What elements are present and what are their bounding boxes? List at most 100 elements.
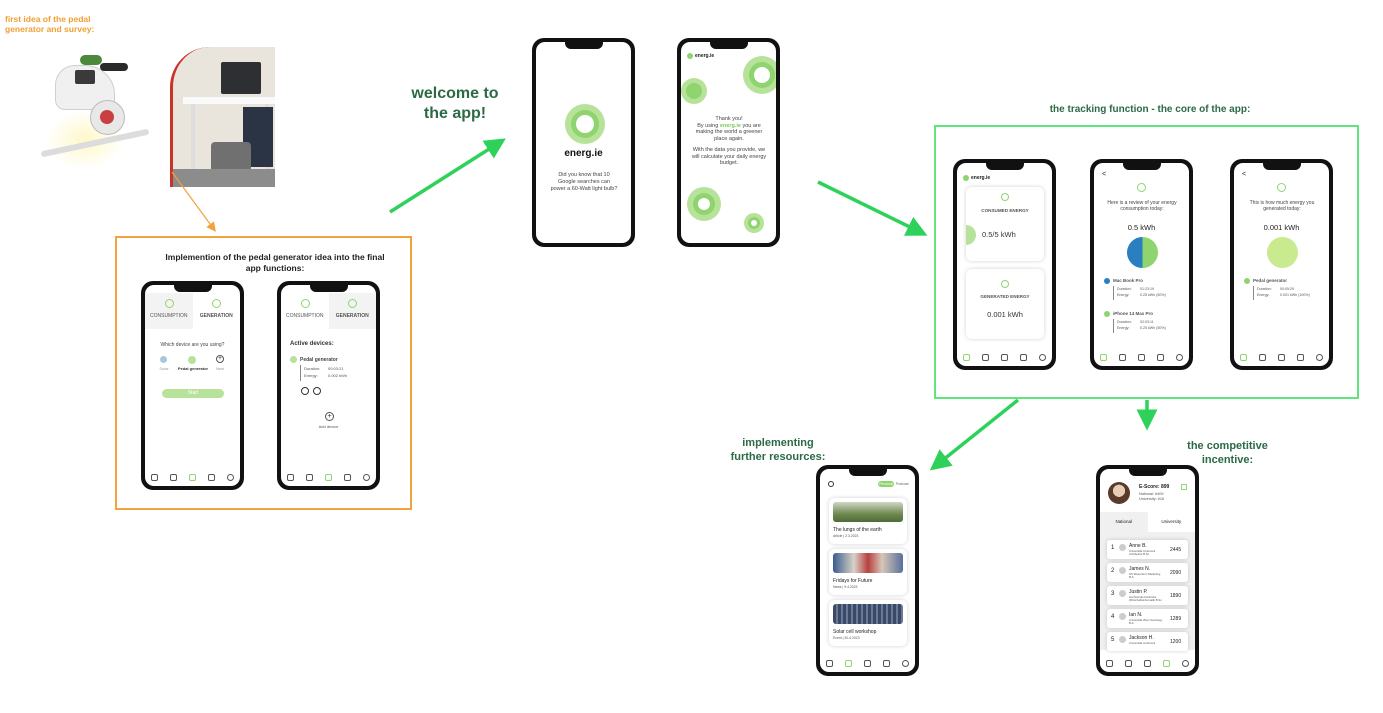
consumed-gauge [957,225,976,245]
resources-caption: implementing further resources: [730,437,826,463]
iphone-dot [1104,311,1110,317]
stop-icon[interactable] [313,387,321,395]
solar-option-dot[interactable] [160,356,167,363]
tab-podcast[interactable]: Podcast [896,482,909,486]
welcome-caption: welcome to the app! [411,85,499,122]
add-icon[interactable] [864,659,871,667]
ranking-row[interactable]: 5 Jackson H. Universität Innsbruck 1200 [1107,632,1188,651]
add-device-icon[interactable]: + [325,412,334,421]
trophy-icon[interactable] [344,473,351,481]
tab-consumption-label: CONSUMPTION [150,313,188,319]
gallery-icon[interactable] [1259,353,1266,361]
macbook-duration: 01:23:19 [1140,287,1154,291]
energy-label: Energy: [304,373,318,378]
tab-generation[interactable]: GENERATION [193,293,241,329]
add-icon[interactable] [1278,353,1285,361]
competitive-caption: the competitive incentive: [1187,440,1268,466]
generated-energy-card[interactable]: GENERATED ENERGY 0.001 kWh [966,269,1044,339]
profile-icon[interactable] [1182,659,1189,667]
camera-icon[interactable] [1106,659,1113,667]
brand-name: energ.ie [695,53,715,59]
trophy-icon[interactable] [1020,353,1027,361]
thanks-line: Thank you! [715,116,743,122]
ranking-row[interactable]: 4 Ian N. Universität Wien Sociology B.A.… [1107,609,1188,628]
add-icon[interactable] [1001,353,1008,361]
thanks-text: Thank you! By using energ.ie you are mak… [689,116,769,167]
camera-icon[interactable] [287,473,294,481]
gallery-icon[interactable] [306,473,313,481]
article-meta: Event | 30.4.2023 [833,636,860,640]
trophy-icon[interactable] [1163,659,1170,667]
start-button[interactable]: Start [162,389,224,398]
ranking-row[interactable]: 1 Anne B. Universität Innsbruck Architek… [1107,540,1188,559]
ranking-row[interactable]: 2 James N. HS Weserbern Marketing B.A. 2… [1107,563,1188,582]
add-icon[interactable] [189,473,196,481]
profile-icon[interactable] [363,473,370,481]
track-phone-generation: < This is how much energy you generated … [1230,159,1333,370]
plug-icon [301,299,310,308]
trophy-icon[interactable] [883,659,890,667]
tab-university[interactable]: University [1148,512,1196,532]
back-button[interactable]: < [1102,171,1107,178]
tab-consumption[interactable]: CONSUMPTION [281,293,329,329]
profile-icon[interactable] [902,659,909,667]
add-icon[interactable] [325,473,332,481]
solar-thumbnail [833,604,903,624]
trophy-icon[interactable] [208,473,215,481]
track-phone-overview: energ.ie CONSUMED ENERGY 0.5/5 kWh GENER… [953,159,1056,370]
gallery-icon[interactable] [1125,659,1132,667]
row-rank: 2 [1111,568,1115,574]
add-icon[interactable] [1144,659,1151,667]
back-button[interactable]: < [1242,171,1247,178]
camera-icon[interactable] [963,353,970,361]
iphone-duration: 02:03:11 [1140,320,1154,324]
arrow-to-tracking [817,180,928,236]
pedal-option-dot[interactable] [188,356,196,364]
generator-icon [347,299,357,308]
profile-icon[interactable] [1039,353,1046,361]
bottom-nav [957,352,1052,362]
article-card[interactable]: Fridays for Future News | 9.4.2023 [829,549,907,595]
consumption-intro: Here is a review of your energy consumpt… [1107,200,1177,212]
profile-icon[interactable] [227,473,234,481]
trophy-icon[interactable] [1297,353,1304,361]
article-card[interactable]: The lungs of the earth Article | 2.3.202… [829,498,907,544]
tab-generation[interactable]: GENERATION [328,293,376,329]
profile-icon[interactable] [1176,353,1183,361]
camera-icon[interactable] [826,659,833,667]
tab-consumption[interactable]: CONSUMPTION [145,293,193,329]
row-name: Justin P. [1129,589,1148,595]
brand-name: energ.ie [564,148,603,159]
row-sub: Universität Wien Sociology B.A. [1129,618,1163,625]
tab-personal[interactable]: Personal [878,481,894,487]
trophy-icon[interactable] [1157,353,1164,361]
gallery-icon[interactable] [170,473,177,481]
tab-national[interactable]: National [1100,512,1148,532]
avatar[interactable] [1108,482,1130,504]
article-title: The lungs of the earth [833,527,882,533]
option-new-label: New [215,366,224,371]
camera-icon[interactable] [1100,353,1107,361]
add-option-icon[interactable]: + [216,355,224,363]
active-devices-heading: Active devices: [290,341,334,347]
camera-icon[interactable] [1240,353,1247,361]
add-device-label[interactable]: Add device [318,424,339,429]
ranking-row[interactable]: 3 Justin P. Hochschule Karlsruhe Wirtsch… [1107,586,1188,605]
row-sub: Hochschule Karlsruhe Wirtschaftsinformat… [1129,595,1163,602]
arrow-to-welcome [389,138,506,214]
pause-icon[interactable] [301,387,309,395]
macbook-dot [1104,278,1110,284]
camera-icon[interactable] [151,473,158,481]
profile-icon[interactable] [1316,353,1323,361]
university-rank: University: #16 [1139,497,1165,501]
bottom-nav [1234,352,1329,362]
article-card[interactable]: Solar cell workshop Event | 30.4.2023 [829,600,907,646]
gallery-icon[interactable] [1119,353,1126,361]
gallery-icon[interactable] [845,659,852,667]
decor-ring-3 [687,187,721,221]
consumed-energy-card[interactable]: CONSUMED ENERGY 0.5/5 kWh [957,187,1044,261]
gallery-icon[interactable] [982,353,989,361]
search-icon[interactable] [828,481,834,487]
article-meta: Article | 2.3.2023 [833,534,859,538]
add-icon[interactable] [1138,353,1145,361]
